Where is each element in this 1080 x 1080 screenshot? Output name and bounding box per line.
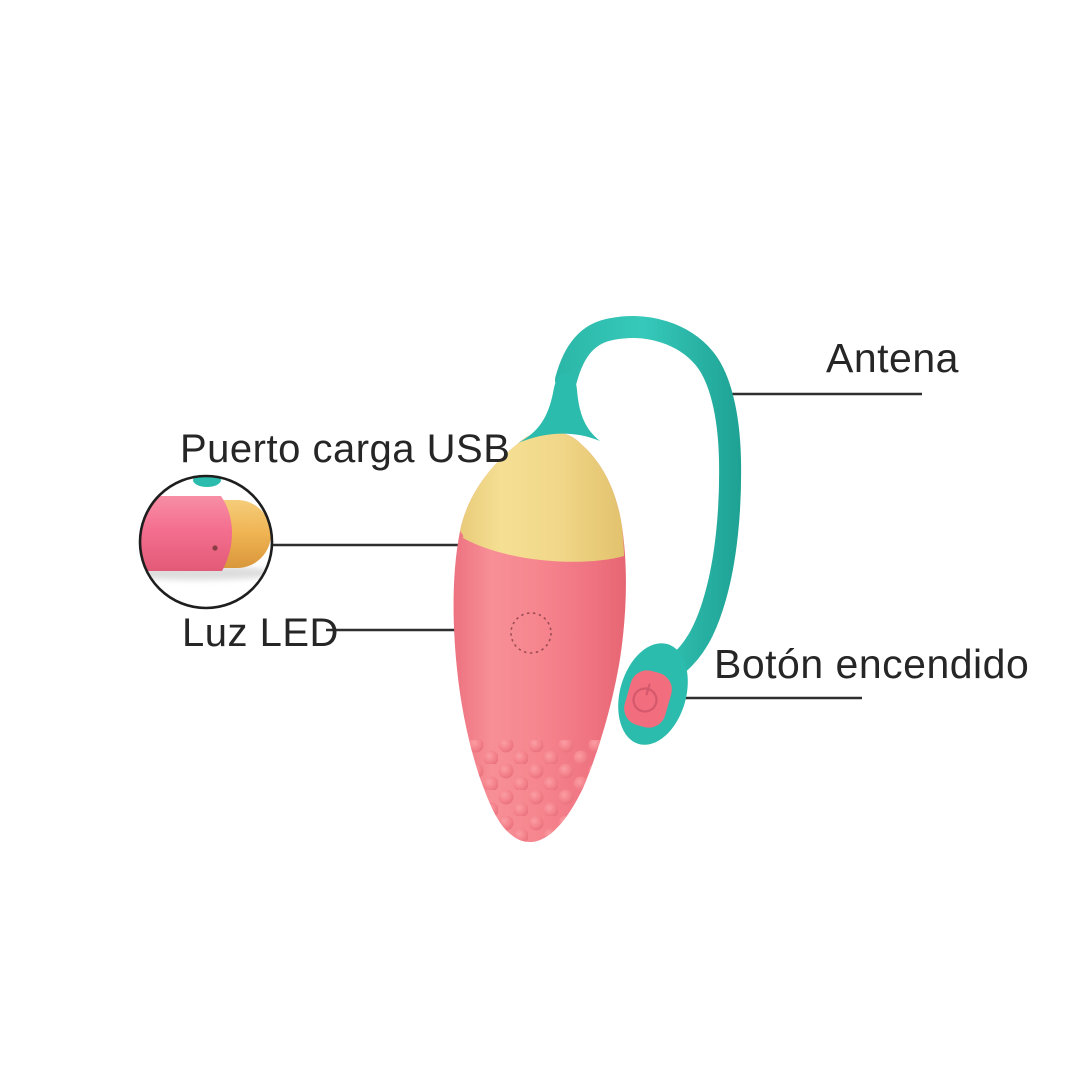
device-body-texture: [453, 740, 626, 843]
led-indicator-circle: [510, 612, 552, 654]
power-button: [624, 670, 672, 728]
label-puerto-carga-usb: Puerto carga USB: [180, 427, 511, 471]
power-icon: [632, 683, 658, 713]
usb-inset-circle: [138, 474, 274, 610]
antenna-root: [518, 372, 600, 443]
usb-inset-content: [140, 476, 272, 608]
device-cap: [460, 431, 624, 562]
label-luz-led: Luz LED: [182, 611, 339, 655]
usb-port-dot: [212, 545, 218, 551]
label-boton-encendido: Botón encendido: [714, 641, 1030, 687]
inset-device-body: [140, 496, 232, 571]
device-antenna: [555, 316, 742, 675]
label-antena: Antena: [826, 335, 959, 381]
